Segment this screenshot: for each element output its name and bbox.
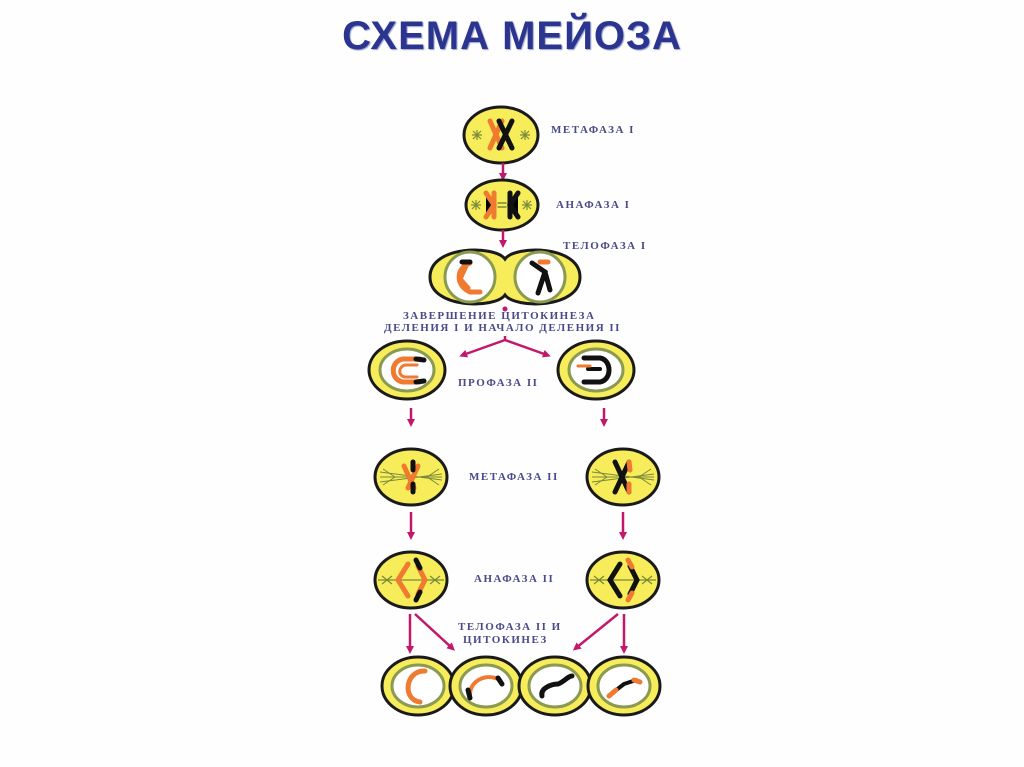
chromosomes — [487, 118, 515, 151]
cell-anaphase-2-left — [373, 550, 449, 610]
label-anaphase-2: АНАФАЗА II — [474, 573, 555, 585]
cell-metaphase-1 — [462, 105, 540, 165]
label-cytokinesis-line1: ЗАВЕРШЕНИЕ ЦИТОКИНЕЗА — [403, 310, 596, 322]
cell-telophase-1 — [428, 248, 582, 306]
cell-telophase-2-1 — [380, 655, 456, 717]
chromosome — [539, 673, 575, 699]
cell-telophase-2-2 — [448, 655, 524, 717]
cell-anaphase-2-right — [585, 550, 661, 610]
spindle — [378, 575, 444, 585]
chromosomes — [612, 459, 633, 495]
chromosomes — [395, 557, 428, 603]
label-anaphase-1: АНАФАЗА I — [556, 199, 631, 211]
cell-telophase-2-4 — [586, 655, 662, 717]
spindle-pole-icon — [472, 130, 530, 140]
chromosomes — [576, 355, 612, 385]
slide-title: СХЕМА МЕЙОЗА — [342, 14, 682, 58]
spindle-pole-icon — [471, 200, 532, 210]
cell-anaphase-1 — [464, 178, 540, 232]
chromosome — [405, 668, 428, 705]
cell-prophase-2-right — [556, 339, 636, 401]
cell-metaphase-2-left — [373, 447, 449, 507]
chromosomes — [401, 459, 421, 495]
chromosomes — [390, 356, 427, 385]
label-cytokinesis-line2: ДЕЛЕНИЯ I И НАЧАЛО ДЕЛЕНИЯ II — [384, 322, 621, 334]
chromosomes — [483, 190, 521, 220]
split-arrows — [459, 336, 551, 358]
label-telophase-1: ТЕЛОФАЗА I — [563, 240, 647, 252]
label-metaphase-2: МЕТАФАЗА II — [469, 471, 559, 483]
arrow-dot — [502, 306, 508, 312]
cell-telophase-2-3 — [517, 655, 593, 717]
telophase-2-arrows — [406, 613, 628, 654]
label-prophase-2: ПРОФАЗА II — [458, 377, 539, 389]
label-metaphase-1: МЕТАФАЗА I — [551, 124, 635, 136]
chromosomes — [607, 557, 640, 603]
label-telophase-2-line1: ТЕЛОФАЗА II И — [458, 621, 562, 633]
cell-metaphase-2-right — [585, 447, 661, 507]
spindle — [590, 575, 656, 585]
chromosomes — [456, 259, 553, 296]
cell-prophase-2-left — [367, 339, 447, 401]
label-telophase-2-line2: ЦИТОКИНЕЗ — [463, 634, 548, 646]
